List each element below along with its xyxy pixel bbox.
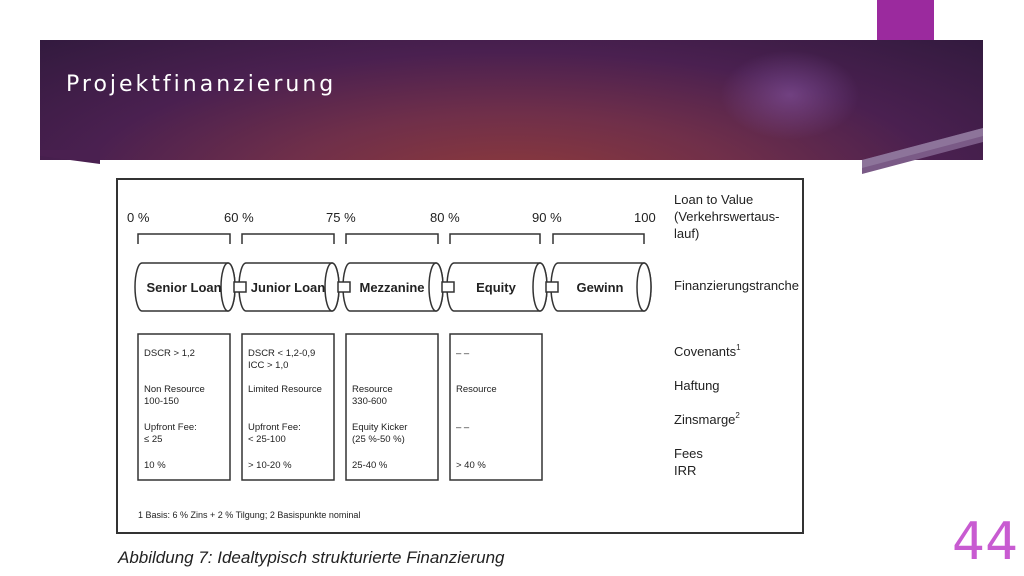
cylinder-cap-3 [428, 262, 444, 312]
bracket-5 [552, 233, 645, 244]
tranche-label-mezzanine: Mezzanine [359, 280, 424, 295]
tranche-row-label: Finanzierungstranche [674, 278, 799, 293]
box2-line-3: Limited Resource [248, 384, 322, 395]
box1-line-3: Non Resource [144, 384, 205, 395]
info-box-1 [137, 333, 231, 481]
info-box-2 [241, 333, 335, 481]
info-box-1-text: DSCR > 1,2 Non Resource 100-150 Upfront … [144, 348, 205, 471]
bracket-1 [137, 233, 231, 244]
tranche-label-equity: Equity [476, 280, 516, 295]
ltv-label-line-2: (Verkehrswertaus- [674, 209, 779, 224]
range-brackets [137, 233, 645, 244]
cylinder-cap-1 [220, 262, 236, 312]
cylinder-cap-4 [532, 262, 548, 312]
figure-caption: Abbildung 7: Idealtypisch strukturierte … [118, 548, 505, 567]
box4-line-6: – – [456, 422, 470, 433]
percent-label-4: 90 % [532, 210, 562, 225]
tranche-label-senior-loan: Senior Loan [146, 280, 221, 295]
box1-line-7: ≤ 25 [144, 434, 162, 445]
info-box-3-text: Resource 330-600 Equity Kicker (25 %-50 … [352, 384, 407, 471]
connector-1 [233, 281, 247, 293]
cylinder-cap-2 [324, 262, 340, 312]
connector-4 [545, 281, 559, 293]
diagram-frame [116, 178, 804, 534]
bracket-2 [241, 233, 335, 244]
info-box-4 [449, 333, 543, 481]
tranche-label-gewinn: Gewinn [577, 280, 624, 295]
box3-line-9: 25-40 % [352, 460, 388, 471]
box3-line-6: Equity Kicker [352, 422, 407, 433]
bracket-3 [345, 233, 439, 244]
covenants-label: Covenants1 [674, 343, 741, 359]
diagram-figure: 0 % 60 % 75 % 80 % 90 % 100 [100, 160, 860, 534]
box3-line-3: Resource [352, 384, 393, 395]
covenants-footnote-mark: 1 [736, 343, 741, 352]
banner-wedge-right [862, 128, 983, 174]
banner-wedge-left [40, 150, 100, 164]
box1-line-0: DSCR > 1,2 [144, 348, 195, 359]
page-number: 44 [952, 512, 1019, 572]
box3-line-4: 330-600 [352, 396, 387, 407]
ltv-label-line-3: lauf) [674, 226, 699, 241]
box4-line-0: – – [456, 348, 470, 359]
box2-line-7: < 25-100 [248, 434, 286, 445]
info-boxes [137, 333, 543, 481]
bracket-4 [449, 233, 541, 244]
tranche-label-junior-loan: Junior Loan [251, 280, 325, 295]
box2-line-0: DSCR < 1,2-0,9 [248, 348, 315, 359]
info-box-4-text: – – Resource – – > 40 % [456, 348, 497, 471]
connector-2 [337, 281, 351, 293]
box2-line-1: ICC > 1,0 [248, 360, 288, 371]
percent-label-3: 80 % [430, 210, 460, 225]
box1-line-4: 100-150 [144, 396, 179, 407]
percent-label-2: 75 % [326, 210, 356, 225]
percent-label-5: 100 [634, 210, 656, 225]
footnote: 1 Basis: 6 % Zins + 2 % Tilgung; 2 Basis… [138, 510, 360, 520]
ltv-label-line-1: Loan to Value [674, 192, 753, 207]
percent-label-1: 60 % [224, 210, 254, 225]
info-box-2-text: DSCR < 1,2-0,9 ICC > 1,0 Limited Resourc… [248, 348, 322, 471]
box4-line-3: Resource [456, 384, 497, 395]
haftung-label: Haftung [674, 378, 720, 393]
box2-line-9: > 10-20 % [248, 460, 292, 471]
box2-line-6: Upfront Fee: [248, 422, 301, 433]
zinsmarge-label: Zinsmarge2 [674, 411, 740, 427]
zinsmarge-footnote-mark: 2 [735, 411, 740, 420]
right-labels: Loan to Value (Verkehrswertaus- lauf) Fi… [674, 192, 799, 478]
fees-label: Fees [674, 446, 703, 461]
box1-line-6: Upfront Fee: [144, 422, 197, 433]
financing-diagram: 0 % 60 % 75 % 80 % 90 % 100 [116, 178, 804, 534]
box3-line-7: (25 %-50 %) [352, 434, 405, 445]
box4-line-9: > 40 % [456, 460, 486, 471]
box1-line-9: 10 % [144, 460, 166, 471]
title-banner: Projektfinanzierung [40, 40, 983, 160]
irr-label: IRR [674, 463, 696, 478]
cylinder-cap-5 [636, 262, 652, 312]
percent-label-0: 0 % [127, 210, 150, 225]
info-box-3 [345, 333, 439, 481]
tranche-cylinders [134, 262, 652, 312]
connector-3 [441, 281, 455, 293]
slide-title: Projektfinanzierung [66, 72, 337, 97]
banner-glow [720, 50, 860, 140]
